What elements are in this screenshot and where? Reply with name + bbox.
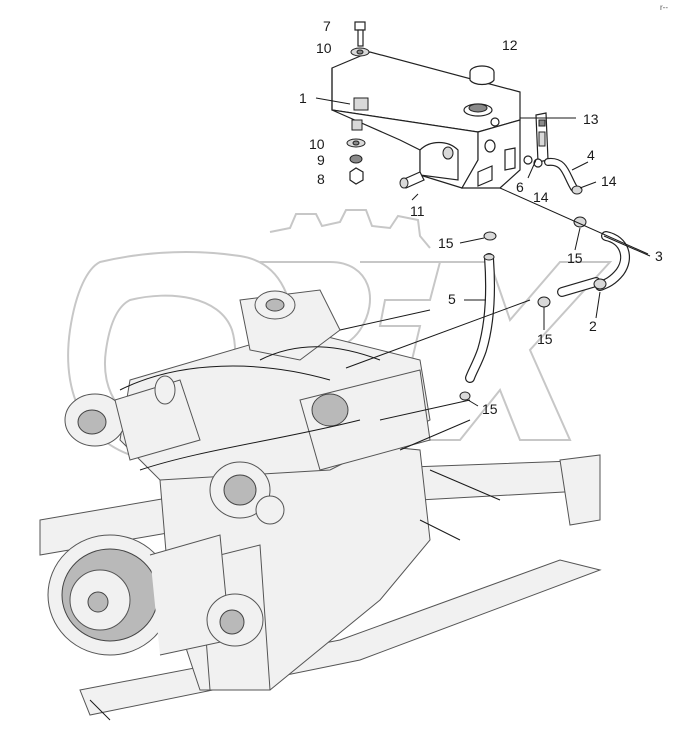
label-part-6: 6 — [516, 179, 524, 195]
label-part-15-mid: 15 — [537, 331, 553, 347]
filler-cap — [469, 65, 495, 86]
label-part-11: 11 — [410, 203, 425, 219]
label-part-4: 4 — [587, 147, 595, 163]
engine-assembly — [39, 289, 602, 721]
level-gauge — [523, 112, 549, 168]
label-part-3: 3 — [655, 248, 663, 264]
label-part-15-top: 15 — [438, 235, 454, 251]
hose-5 — [459, 231, 497, 401]
label-part-14: 14 — [533, 189, 549, 205]
label-part-15-bottom: 15 — [482, 401, 498, 417]
hose-2 — [537, 277, 607, 308]
label-part-15-right: 15 — [567, 250, 583, 266]
corner-mark: r-- — [660, 3, 668, 12]
label-part-2: 2 — [589, 318, 597, 334]
label-part-7: 7 — [323, 18, 331, 34]
label-part-10: 10 — [316, 40, 332, 56]
fitting-11 — [399, 171, 425, 189]
label-part-14-right: 14 — [601, 173, 617, 189]
label-part-9: 9 — [317, 152, 325, 168]
leader-lines — [315, 97, 651, 407]
label-part-13: 13 — [583, 111, 599, 127]
label-part-8: 8 — [317, 171, 325, 187]
hose-4 — [544, 157, 583, 195]
expansion-tank — [331, 51, 521, 189]
label-part-12: 12 — [502, 37, 518, 53]
part-labels: 7 10 12 1 13 10 9 8 4 6 14 14 11 15 15 3… — [299, 18, 663, 417]
label-part-1: 1 — [299, 90, 307, 106]
bolt-washer-set — [346, 21, 370, 185]
label-part-10-lower: 10 — [309, 136, 325, 152]
label-part-5: 5 — [448, 291, 456, 307]
